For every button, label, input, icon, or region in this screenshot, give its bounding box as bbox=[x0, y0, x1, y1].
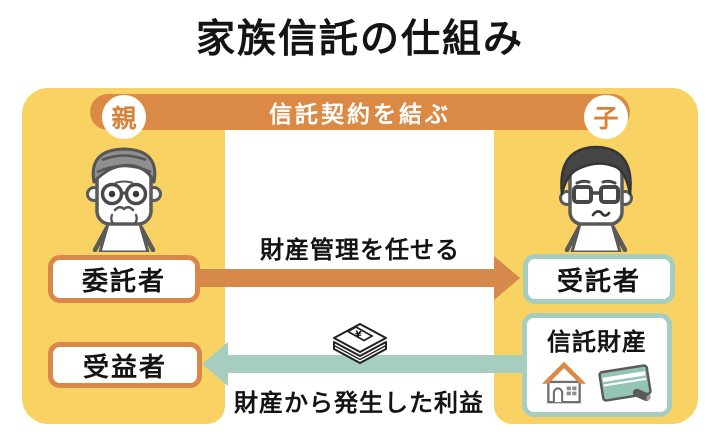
entrust-arrow bbox=[198, 256, 520, 300]
parent-badge: 親 bbox=[102, 95, 146, 139]
adult-child-icon bbox=[559, 145, 633, 252]
trust-property-label: 信託財産 bbox=[547, 328, 647, 356]
bankbook-icon bbox=[597, 364, 652, 402]
beneficiary-box: 受益者 bbox=[48, 342, 202, 388]
child-badge: 子 bbox=[584, 95, 628, 139]
trustee-box: 受託者 bbox=[523, 254, 675, 304]
entrust-flow-label: 財産管理を任せる bbox=[260, 236, 460, 264]
trust-property-box: 信託財産 bbox=[522, 313, 672, 417]
page-title: 家族信託の仕組み bbox=[195, 17, 524, 62]
trust-property-icons bbox=[539, 358, 656, 404]
house-icon bbox=[541, 361, 586, 404]
profit-flow-label: 財産から発生した利益 bbox=[234, 389, 484, 417]
settlor-box: 委託者 bbox=[48, 255, 200, 303]
elderly-parent-icon bbox=[86, 147, 162, 252]
contract-banner: 信託契約を結ぶ bbox=[90, 94, 630, 130]
money-stack-icon: ¥ bbox=[333, 323, 387, 364]
svg-text:¥: ¥ bbox=[354, 329, 362, 341]
profit-arrow bbox=[202, 342, 522, 386]
